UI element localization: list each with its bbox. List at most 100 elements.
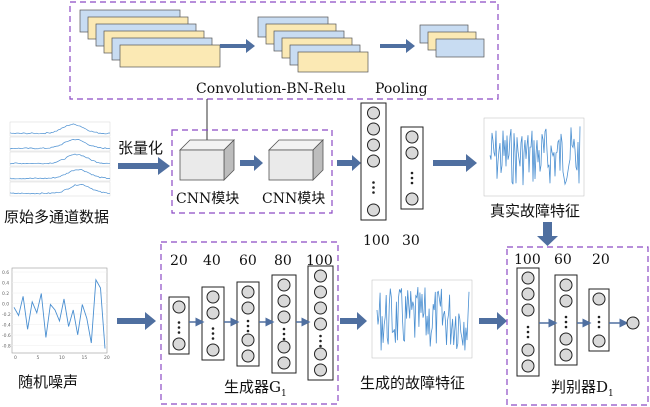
noise-x-tick: 0 <box>14 355 17 361</box>
neuron <box>206 343 220 357</box>
gen-to-feature-arrow <box>340 312 367 330</box>
neuron <box>559 278 573 292</box>
cnn-module-label-2: CNN模块 <box>262 191 325 207</box>
neuron <box>206 306 220 320</box>
cnn-module-box <box>171 129 333 214</box>
noise-x-tick: 20 <box>104 355 110 361</box>
channel-waveform <box>9 184 110 195</box>
neuron <box>172 300 186 314</box>
neuron <box>206 290 220 304</box>
noise-y-tick: 0.4 <box>2 281 9 287</box>
noise-x-tick: 15 <box>82 355 88 361</box>
neuron <box>314 363 327 377</box>
conv-to-conv-arrow <box>220 39 255 53</box>
channel-waveform <box>9 139 111 150</box>
fc-size-30: 30 <box>402 233 420 249</box>
ellipsis-dot <box>372 186 375 189</box>
noise-x-tick: 10 <box>59 355 65 361</box>
neuron <box>559 348 573 362</box>
neuron <box>592 334 606 348</box>
neuron <box>559 294 573 308</box>
cnn-cube-1 <box>179 139 235 181</box>
conv-label: Convolution-BN-Relu <box>196 81 346 97</box>
ellipsis-dot <box>177 321 181 324</box>
ellipsis-dot <box>211 332 215 335</box>
ellipsis-dot <box>526 325 530 329</box>
neuron <box>367 106 380 120</box>
channel-frame <box>9 181 111 197</box>
channel-waveform <box>9 123 111 135</box>
fc-to-real-arrow <box>433 154 477 172</box>
feature-map <box>435 38 485 58</box>
ellipsis-dot <box>597 325 601 329</box>
neuron <box>314 347 327 361</box>
gen-size-40: 40 <box>203 253 221 269</box>
neuron <box>521 359 535 373</box>
neuron <box>277 356 291 370</box>
pool-feature-stack <box>419 24 485 58</box>
ellipsis-dot <box>282 337 286 341</box>
neuron <box>405 192 419 206</box>
neuron <box>172 337 186 351</box>
neuron <box>314 285 327 299</box>
neuron <box>559 332 573 346</box>
ellipsis-dot <box>410 181 414 185</box>
neuron <box>367 154 380 168</box>
noise-y-tick: -0.8 <box>2 344 11 350</box>
neuron <box>405 130 419 144</box>
gen-size-20: 20 <box>170 253 188 269</box>
neuron <box>241 349 255 363</box>
ellipsis-dot <box>211 327 215 330</box>
neuron <box>277 340 291 354</box>
feature-map <box>297 51 369 73</box>
generated-feature-label: 生成的故障特征 <box>360 374 465 392</box>
neuron <box>241 285 255 299</box>
gen-layer-20 <box>168 296 190 355</box>
ellipsis-dot <box>597 315 601 319</box>
channel-frame <box>9 151 111 167</box>
ellipsis-dot <box>564 315 568 319</box>
neuron <box>521 271 535 285</box>
neuron <box>277 294 291 308</box>
real-feature-waveform <box>489 126 581 186</box>
conv-to-pool-arrow <box>380 39 415 53</box>
gen-size-60: 60 <box>239 253 257 269</box>
ellipsis-dot <box>246 324 250 328</box>
fc-size-100: 100 <box>363 233 390 249</box>
ellipsis-dot <box>282 327 286 331</box>
channel-waveform <box>9 169 111 180</box>
tensorize-arrow <box>118 157 170 175</box>
neuron <box>314 269 327 283</box>
disc-size-20: 20 <box>592 252 610 268</box>
noise-label: 随机噪声 <box>18 373 78 391</box>
noise-to-gen-arrow <box>117 312 156 330</box>
neuron <box>241 301 255 315</box>
ellipsis-dot <box>282 332 286 336</box>
channel-frame <box>9 136 111 152</box>
ellipsis-dot <box>410 171 414 175</box>
neuron <box>367 203 380 217</box>
gen-size-80: 80 <box>274 253 292 269</box>
raw-data-plot <box>9 121 111 197</box>
noise-frame <box>11 267 108 354</box>
ellipsis-dot <box>372 191 375 194</box>
generated-feature-waveform <box>376 287 470 351</box>
disc-size-100: 100 <box>514 252 541 268</box>
discriminator-label: 判别器D1 <box>551 378 614 399</box>
generated-feature-plot <box>371 279 473 359</box>
neuron <box>405 146 419 160</box>
conv-feature-stack-2 <box>257 16 369 73</box>
plot-frame <box>483 117 585 197</box>
conv-feature-stack-1 <box>79 9 221 68</box>
neuron <box>314 301 327 315</box>
neuron <box>521 343 535 357</box>
output-neuron <box>626 316 640 330</box>
ellipsis-dot <box>410 176 414 180</box>
discriminator-box <box>506 246 649 406</box>
noise-x-tick: 5 <box>37 355 40 361</box>
pool-label: Pooling <box>375 81 428 97</box>
tensorize-label: 张量化 <box>118 139 163 157</box>
ellipsis-dot <box>177 326 181 329</box>
